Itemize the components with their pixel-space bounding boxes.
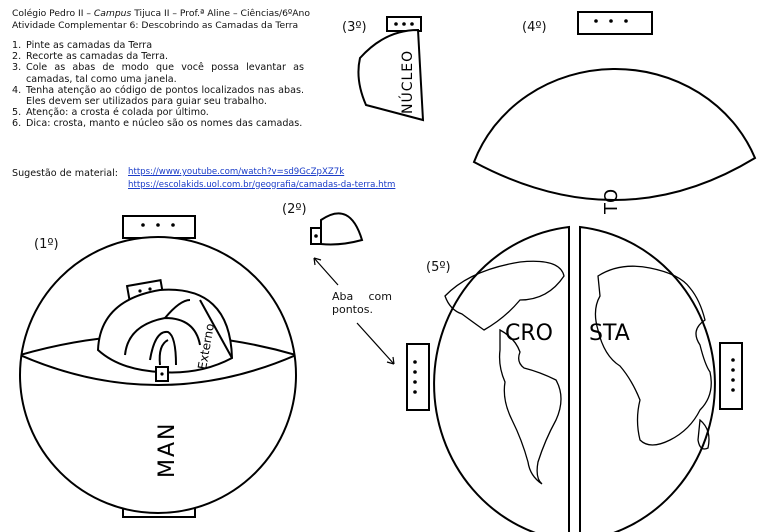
instruction-item: 1. Pinte as camadas da Terra <box>12 40 304 51</box>
tab-dot <box>171 223 175 227</box>
instruction-text: Atenção: a crosta é colada por último. <box>26 107 209 119</box>
instruction-number: 6. <box>12 118 22 130</box>
globe-tab-top <box>122 215 196 239</box>
tab-dot <box>731 388 735 392</box>
arrow-up <box>313 257 339 286</box>
north-america-shape <box>444 260 565 331</box>
instruction-item: 3. Cole as abas de modo que você possa le… <box>12 62 304 84</box>
tab-dot <box>731 358 735 362</box>
arrow-down-head <box>386 356 395 365</box>
material-links: https://www.youtube.com/watch?v=sd9GcZpX… <box>128 166 395 191</box>
south-america-shape <box>498 328 562 485</box>
instruction-item: 6. Dica: crosta, manto e núcleo são os no… <box>12 118 304 129</box>
tab-dot <box>413 360 417 364</box>
instruction-item: 4. Tenha atenção ao código de pontos loca… <box>12 85 304 107</box>
step-1-label: (1º) <box>34 237 59 252</box>
crust-tab-left <box>406 343 430 411</box>
instruction-text: Recorte as camadas da Terra. <box>26 51 169 63</box>
instruction-item: 5. Atenção: a crosta é colada por último. <box>12 107 304 118</box>
crust-text-right: STA <box>589 321 630 346</box>
header-school: Colégio Pedro II – <box>12 8 94 19</box>
suggestion-label: Sugestão de material: <box>12 168 119 179</box>
header-line-1: Colégio Pedro II – Campus Tijuca II – Pr… <box>12 8 310 20</box>
header-campus: Campus <box>93 8 132 19</box>
step-3-label: (3º) <box>342 20 367 35</box>
nucleus-cutout: NÚCLEO <box>357 16 425 122</box>
header-teacher: Tijuca II – Prof.ª Aline – Ciências/6ºAn… <box>131 8 310 19</box>
instruction-number: 2. <box>12 51 22 63</box>
instruction-text: Pinte as camadas da Terra <box>26 40 153 51</box>
arrow-down <box>356 322 395 365</box>
tab-dot <box>410 22 414 26</box>
tab-dot <box>413 370 417 374</box>
instruction-text: Tenha atenção ao código de pontos locali… <box>26 84 304 108</box>
mantle-dome-cutout: TO <box>472 11 757 215</box>
tab-dot <box>160 372 164 376</box>
equator-front <box>20 354 296 386</box>
escolakids-link[interactable]: https://escolakids.uol.com.br/geografia/… <box>128 179 396 190</box>
tab-note: Aba com pontos. <box>332 290 392 316</box>
tab-dot <box>731 378 735 382</box>
madagascar-shape <box>697 418 710 450</box>
tab-dot <box>138 289 142 293</box>
instruction-item: 2. Recorte as camadas da Terra. <box>12 51 304 62</box>
tab-dot <box>156 223 160 227</box>
step-5-label: (5º) <box>426 260 451 275</box>
instruction-number: 1. <box>12 40 22 51</box>
cutaway-edge <box>199 299 233 359</box>
africa-europe-shape <box>594 265 712 446</box>
continents <box>444 260 712 485</box>
dome-tab <box>577 11 653 35</box>
mantle-text: MAN <box>155 422 180 479</box>
instruction-number: 4. <box>12 84 22 96</box>
note-arrows <box>313 257 395 365</box>
mantle-globe-cutout: Externo MAN <box>19 215 297 518</box>
inner-core-arc <box>149 330 177 366</box>
nucleus-shape <box>357 28 425 122</box>
tab-dot <box>594 19 598 23</box>
tab-dot <box>624 19 628 23</box>
tab-dot <box>141 223 145 227</box>
instructions-list: 1. Pinte as camadas da Terra 2. Recorte as… <box>12 40 304 130</box>
crust-right-half <box>579 225 716 532</box>
tab-dot <box>413 390 417 394</box>
instruction-text: Dica: crosta, manto e núcleo são os nome… <box>26 118 303 130</box>
youtube-link[interactable]: https://www.youtube.com/watch?v=sd9GcZpX… <box>128 167 345 177</box>
header: Colégio Pedro II – Campus Tijuca II – Pr… <box>12 8 310 32</box>
header-line-2: Atividade Complementar 6: Descobrindo as… <box>12 20 299 31</box>
tab-dot <box>413 380 417 384</box>
inner-core-line <box>158 339 169 366</box>
tab-dot <box>609 19 613 23</box>
cutaway-slice <box>164 299 191 319</box>
tab-dot <box>731 368 735 372</box>
tab-dot <box>148 287 152 291</box>
tab-dot <box>402 22 406 26</box>
nucleus-text: NÚCLEO <box>398 50 416 114</box>
instruction-text: Cole as abas de modo que você possa leva… <box>26 62 304 85</box>
instruction-number: 5. <box>12 107 22 119</box>
crust-tab-right <box>719 342 743 410</box>
step-4-label: (4º) <box>522 20 547 35</box>
tab-dot <box>314 234 318 238</box>
crust-cutout: CRO STA <box>406 225 743 532</box>
dome-text: TO <box>601 189 622 215</box>
instruction-number: 3. <box>12 62 22 74</box>
small-core-cutout <box>310 212 364 246</box>
small-core-shape <box>320 212 364 246</box>
tab-dot <box>394 22 398 26</box>
dome-shape <box>472 68 757 201</box>
arrow-up-head <box>313 257 322 266</box>
crust-left-half <box>433 225 570 532</box>
crust-text-left: CRO <box>505 321 553 346</box>
step-2-label: (2º) <box>282 202 307 217</box>
